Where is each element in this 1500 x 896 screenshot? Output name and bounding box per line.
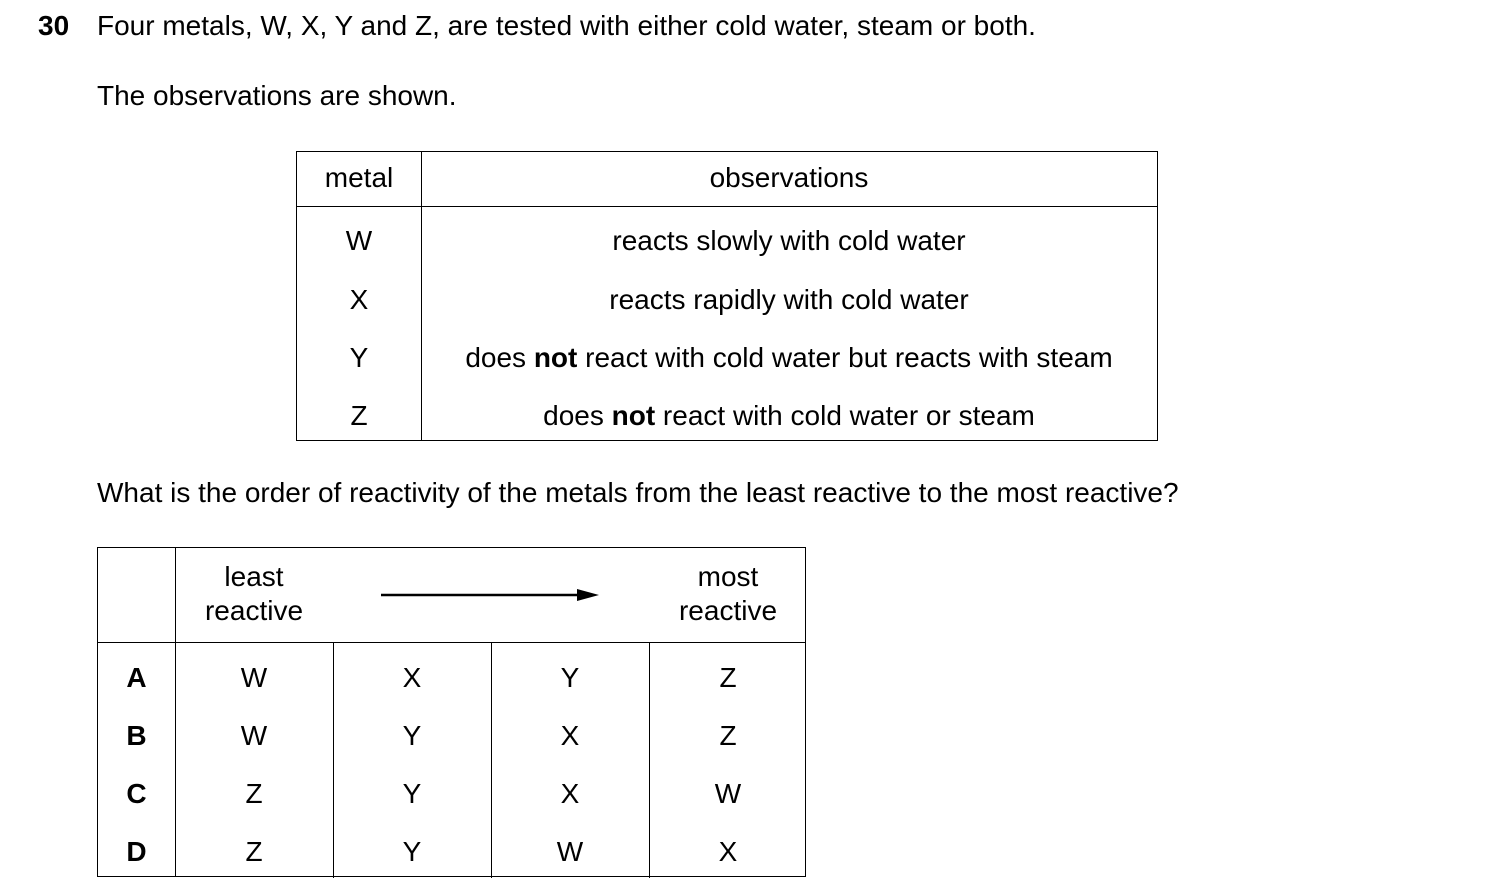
header-observations: observations: [709, 162, 869, 193]
option-cell: Z: [719, 720, 737, 751]
table-divider: [333, 642, 334, 878]
header-metal: metal: [324, 162, 394, 193]
option-cell: X: [402, 662, 422, 693]
option-cell: X: [560, 778, 580, 809]
option-cell: W: [240, 662, 268, 693]
option-cell: X: [560, 720, 580, 751]
option-cell: Y: [402, 778, 422, 809]
arrow-right-icon: [381, 589, 599, 601]
table-divider: [649, 642, 650, 878]
option-cell: Y: [402, 836, 422, 867]
option-cell: Y: [560, 662, 580, 693]
header-most-reactive: most reactive: [678, 561, 778, 626]
option-letter[interactable]: A: [126, 662, 147, 693]
option-cell: W: [240, 720, 268, 751]
header-least-reactive: least reactive: [204, 561, 304, 626]
option-cell: Y: [402, 720, 422, 751]
question-intro: The observations are shown.: [97, 80, 457, 111]
answer-options-table: least reactive most reactive A W X Y Z B…: [97, 547, 806, 878]
option-cell: X: [718, 836, 738, 867]
option-cell: W: [714, 778, 742, 809]
option-cell: Z: [245, 778, 263, 809]
table-divider: [175, 548, 176, 876]
row-metal: Z: [350, 400, 368, 431]
table-divider: [297, 206, 1157, 207]
row-observation: reacts slowly with cold water: [612, 225, 966, 256]
table-divider: [491, 642, 492, 878]
option-cell: W: [556, 836, 584, 867]
question-stem: Four metals, W, X, Y and Z, are tested w…: [97, 10, 1036, 41]
table-divider: [98, 642, 805, 643]
question-prompt: What is the order of reactivity of the m…: [97, 477, 1179, 508]
row-observation: does not react with cold water or steam: [543, 400, 1035, 431]
option-letter[interactable]: B: [126, 720, 147, 751]
row-observation: reacts rapidly with cold water: [609, 284, 969, 315]
table-divider: [421, 152, 422, 440]
option-letter[interactable]: D: [126, 836, 147, 867]
row-metal: Y: [349, 342, 369, 373]
question-number: 30: [38, 10, 70, 41]
option-letter[interactable]: C: [126, 778, 147, 809]
row-metal: X: [349, 284, 369, 315]
option-cell: Z: [245, 836, 263, 867]
option-cell: Z: [719, 662, 737, 693]
observations-table: metal observations W reacts slowly with …: [296, 151, 1158, 441]
row-metal: W: [345, 225, 373, 256]
row-observation: does not react with cold water but react…: [465, 342, 1113, 373]
